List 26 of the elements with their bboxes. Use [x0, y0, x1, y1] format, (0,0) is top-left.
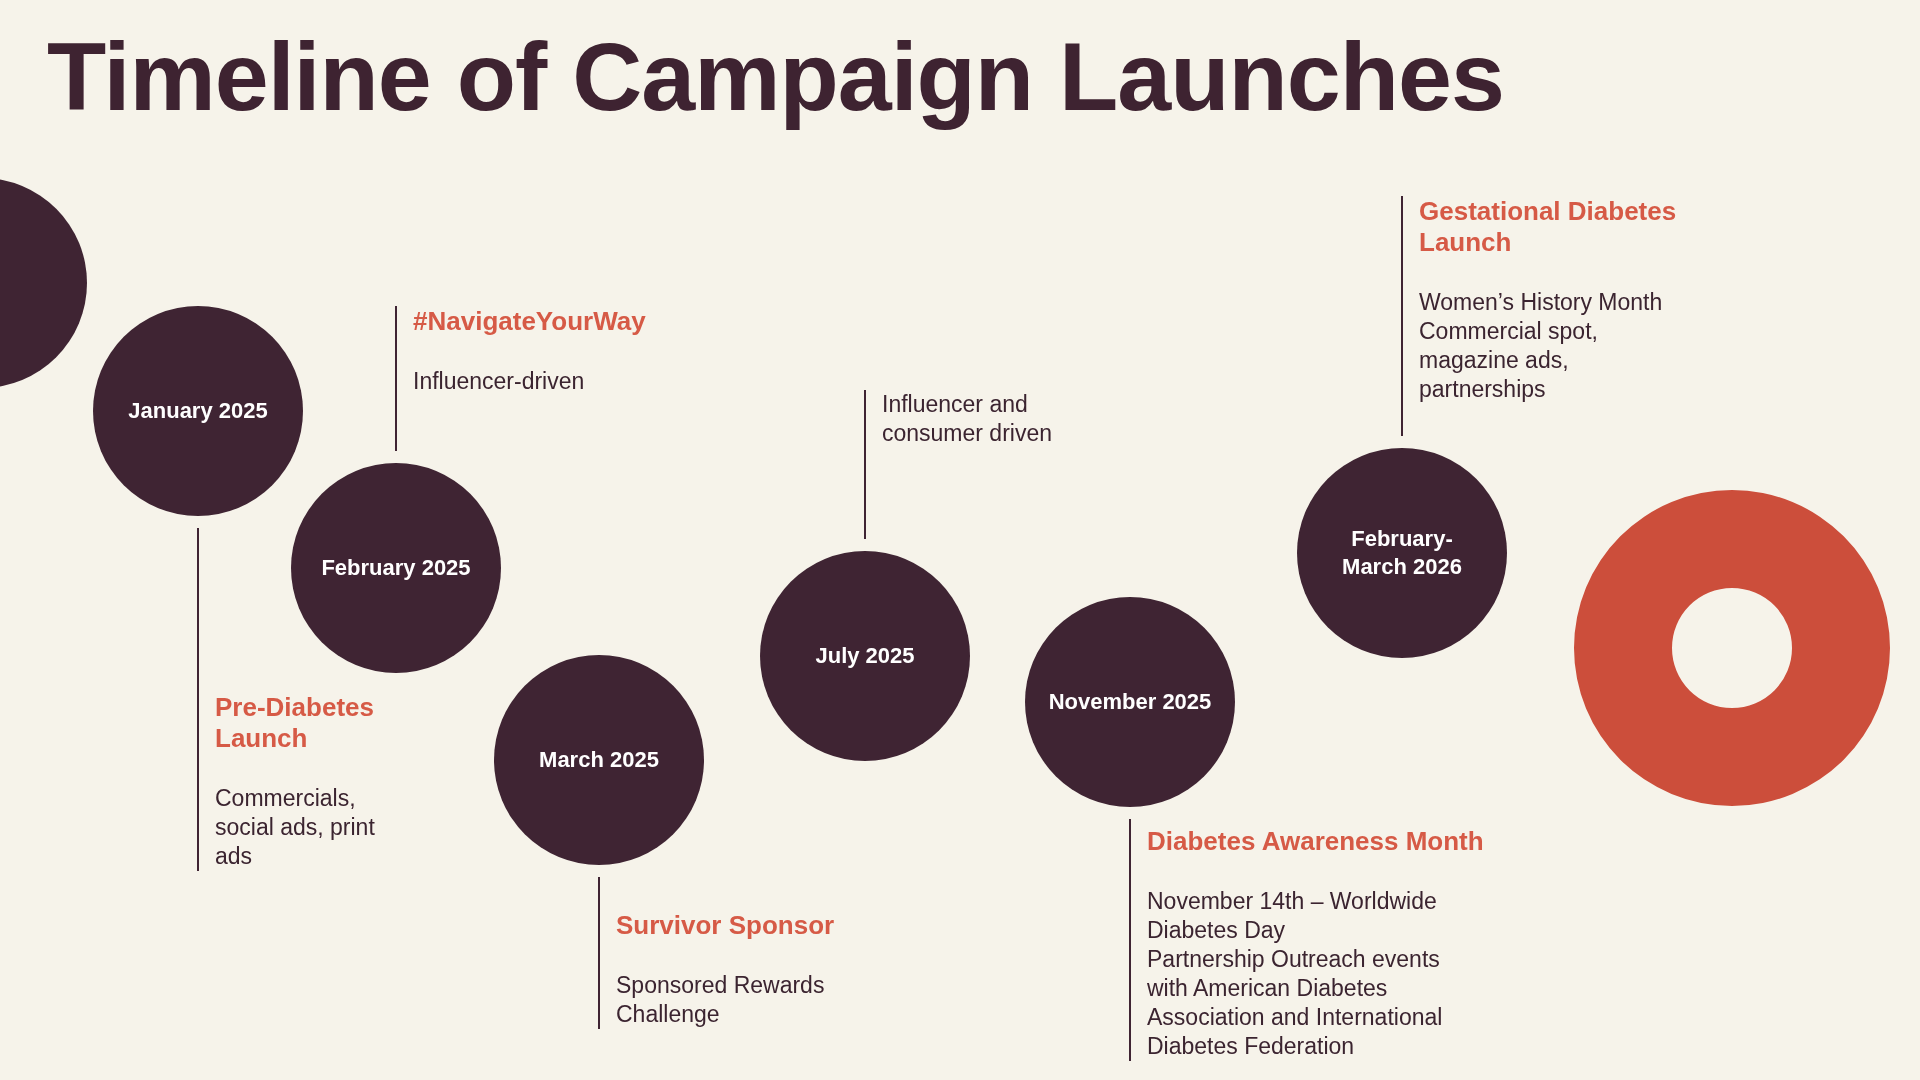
campaign-description: Partnership Outreach events with American Diabetes Association and International Diabetes Federation: [1147, 945, 1444, 1061]
campaign-description: Sponsored Rewards Challenge: [616, 971, 826, 1029]
date-label: February 2025: [321, 554, 471, 582]
connector-line: [1129, 818, 1131, 1062]
decorative-ring: [1574, 490, 1890, 806]
connector-line: [1401, 195, 1403, 437]
date-label: February-March 2026: [1341, 525, 1463, 581]
connector-line: [864, 389, 866, 540]
campaign-heading: Gestational Diabetes Launch: [1419, 196, 1678, 258]
campaign-description: Commercials, social ads, print ads: [215, 784, 376, 871]
connector-line: [598, 876, 600, 1030]
campaign-heading: #NavigateYourWay: [413, 306, 646, 337]
date-label: January 2025: [128, 397, 268, 425]
campaign-description: Women’s History Month Commercial spot, magazine ads, partnerships: [1419, 288, 1664, 404]
campaign-heading: Pre-Diabetes Launch: [215, 692, 375, 754]
diagram-title: Timeline of Campaign Launches: [47, 24, 1504, 131]
campaign-description: November 14th – Worldwide Diabetes Day: [1147, 887, 1438, 945]
date-label: November 2025: [1048, 688, 1212, 716]
campaign-heading: Survivor Sponsor: [616, 910, 835, 941]
date-label: July 2025: [815, 642, 915, 670]
campaign-description: Influencer-driven: [413, 367, 585, 396]
campaign-description: Influencer and consumer driven: [882, 390, 1054, 448]
connector-line: [197, 527, 199, 872]
connector-line: [395, 305, 397, 452]
campaign-heading: Diabetes Awareness Month: [1147, 826, 1484, 857]
date-label: March 2025: [539, 746, 659, 774]
